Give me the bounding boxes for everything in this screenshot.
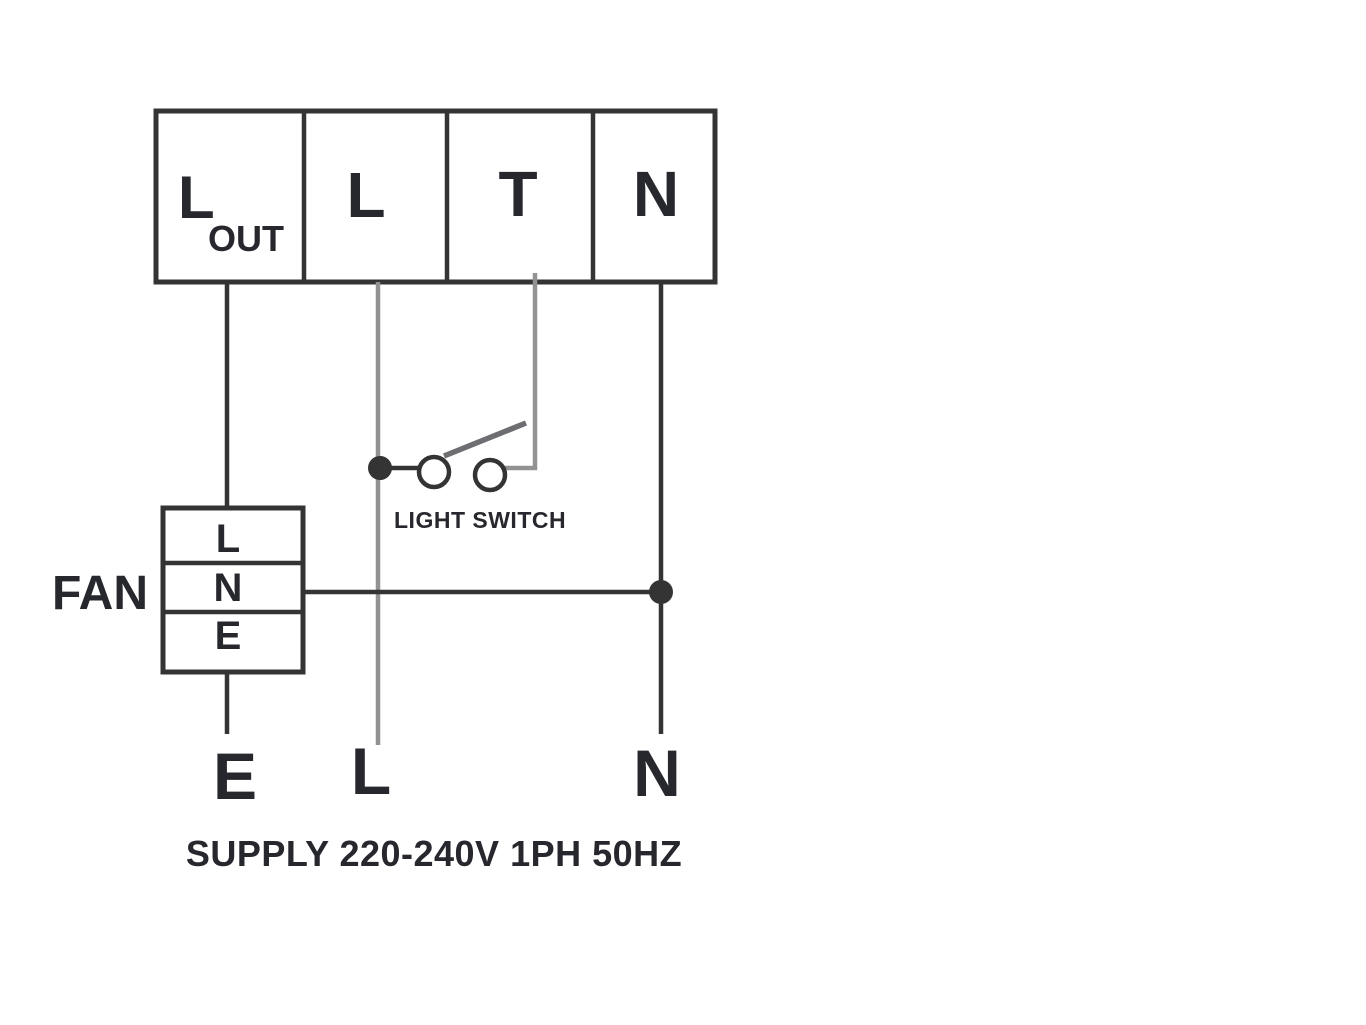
fan-block <box>160 505 306 675</box>
switch-contact-left <box>416 454 452 490</box>
terminal-label-n: N <box>633 158 679 230</box>
supply-earth-label: E <box>213 739 257 813</box>
fan-terminal-n: N <box>214 566 243 610</box>
supply-caption: SUPPLY 220-240V 1PH 50HZ <box>186 833 682 874</box>
junction-dot-live-tap <box>368 456 392 480</box>
switch-contact-right <box>472 457 508 493</box>
supply-neutral-label: N <box>633 736 681 810</box>
terminal-label-l: L <box>346 159 385 231</box>
terminal-label-lout: L <box>178 164 215 231</box>
junction-dot-neutral-tap <box>649 580 673 604</box>
controller-terminal-block <box>153 108 718 285</box>
terminal-label-lout-subscript: OUT <box>208 218 284 259</box>
terminal-label-t: T <box>498 158 537 230</box>
fan-terminal-l: L <box>216 517 240 561</box>
fan-terminal-e: E <box>215 614 242 658</box>
supply-live-label: L <box>351 734 391 808</box>
light-switch-label: LIGHT SWITCH <box>394 507 566 533</box>
switch-lever <box>442 420 528 459</box>
wire-timer <box>504 273 538 471</box>
fan-label: FAN <box>52 567 148 620</box>
